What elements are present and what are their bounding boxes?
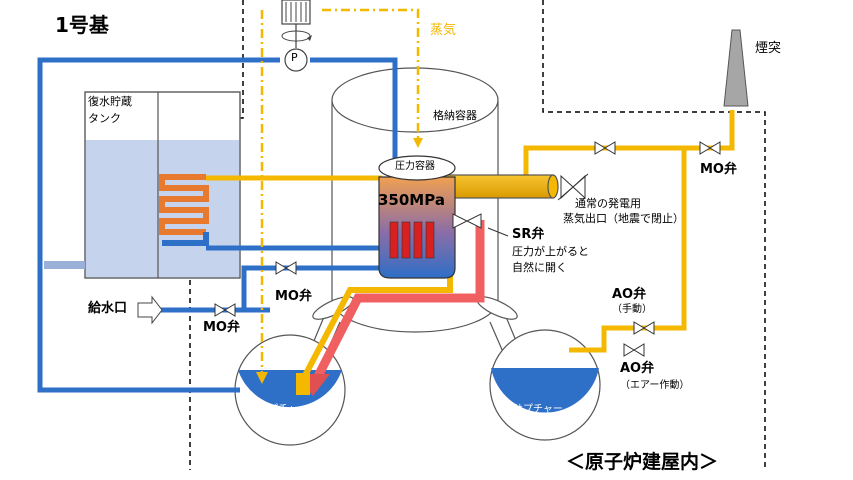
mo-valve-feed-label: MO弁 — [203, 320, 240, 335]
pump-label: P — [291, 51, 298, 64]
valve-ao-manual — [633, 321, 655, 335]
discharge-inlet — [296, 373, 310, 395]
pressure-vessel-label: 圧力容器 — [395, 161, 435, 172]
ao-valve-air-note: （エアー作動） — [620, 380, 690, 391]
steam-arrow-down — [256, 372, 268, 384]
steam-flow-lines — [260, 8, 420, 378]
feedwater-label: 給水口 — [88, 301, 128, 316]
sr-leader-line — [487, 227, 509, 237]
sr-note-line2: 自然に開く — [512, 261, 567, 274]
ao-valve-manual-label: AO弁 — [612, 287, 647, 302]
stack-label: 煙突 — [755, 41, 782, 56]
pressure-value: 350MPa — [378, 191, 445, 209]
mo-valve-top-label: MO弁 — [700, 162, 737, 177]
valve-top-left — [594, 141, 616, 155]
steam-discharge-line — [297, 275, 453, 387]
valve-mo-top — [699, 141, 721, 155]
ao-valve-air-label: AO弁 — [620, 361, 655, 376]
heat-exchanger-coil — [159, 174, 209, 235]
steam-arrow-head — [413, 138, 423, 148]
suppression-left-label: サプチャー — [258, 404, 308, 415]
reactor-pressure-vessel — [378, 155, 456, 279]
normal-outlet-line2: 蒸気出口（地震で閉止） — [563, 212, 684, 225]
feedwater-arrow — [137, 295, 163, 325]
blue-pipes — [37, 57, 398, 393]
main-steam-pipe — [444, 174, 554, 199]
ao-valve-manual-note: （手動） — [612, 304, 652, 315]
unit-label: 1号基 — [55, 13, 109, 37]
main-steam-pipe-end — [547, 174, 559, 199]
valve-normal-outlet — [557, 173, 589, 201]
containment-label: 格納容器 — [433, 109, 477, 122]
yellow-pipes — [206, 110, 735, 353]
valve-ao-air — [623, 343, 645, 357]
suppression-right-label: サプチャー — [513, 404, 563, 415]
tank-label-line2: タンク — [88, 112, 121, 125]
valve-mo-mid — [275, 261, 297, 275]
mo-valve-mid-label: MO弁 — [275, 289, 312, 304]
sr-note-line1: 圧力が上がると — [512, 245, 589, 258]
steam-label: 蒸気 — [430, 23, 457, 38]
normal-outlet-line1: 通常の発電用 — [575, 197, 641, 210]
suppression-chamber-right — [489, 329, 601, 441]
stack — [723, 29, 749, 107]
sr-relief-line — [307, 220, 485, 391]
coil-blue-return — [162, 232, 209, 246]
building-label: ＜原子炉建屋内＞ — [566, 451, 719, 473]
tank-label-line1: 復水貯蔵 — [88, 95, 132, 108]
valve-mo-feed — [214, 303, 236, 317]
sr-valve-label: SR弁 — [512, 227, 545, 242]
turbine-pump — [281, 0, 312, 72]
valve-sr — [452, 213, 482, 229]
